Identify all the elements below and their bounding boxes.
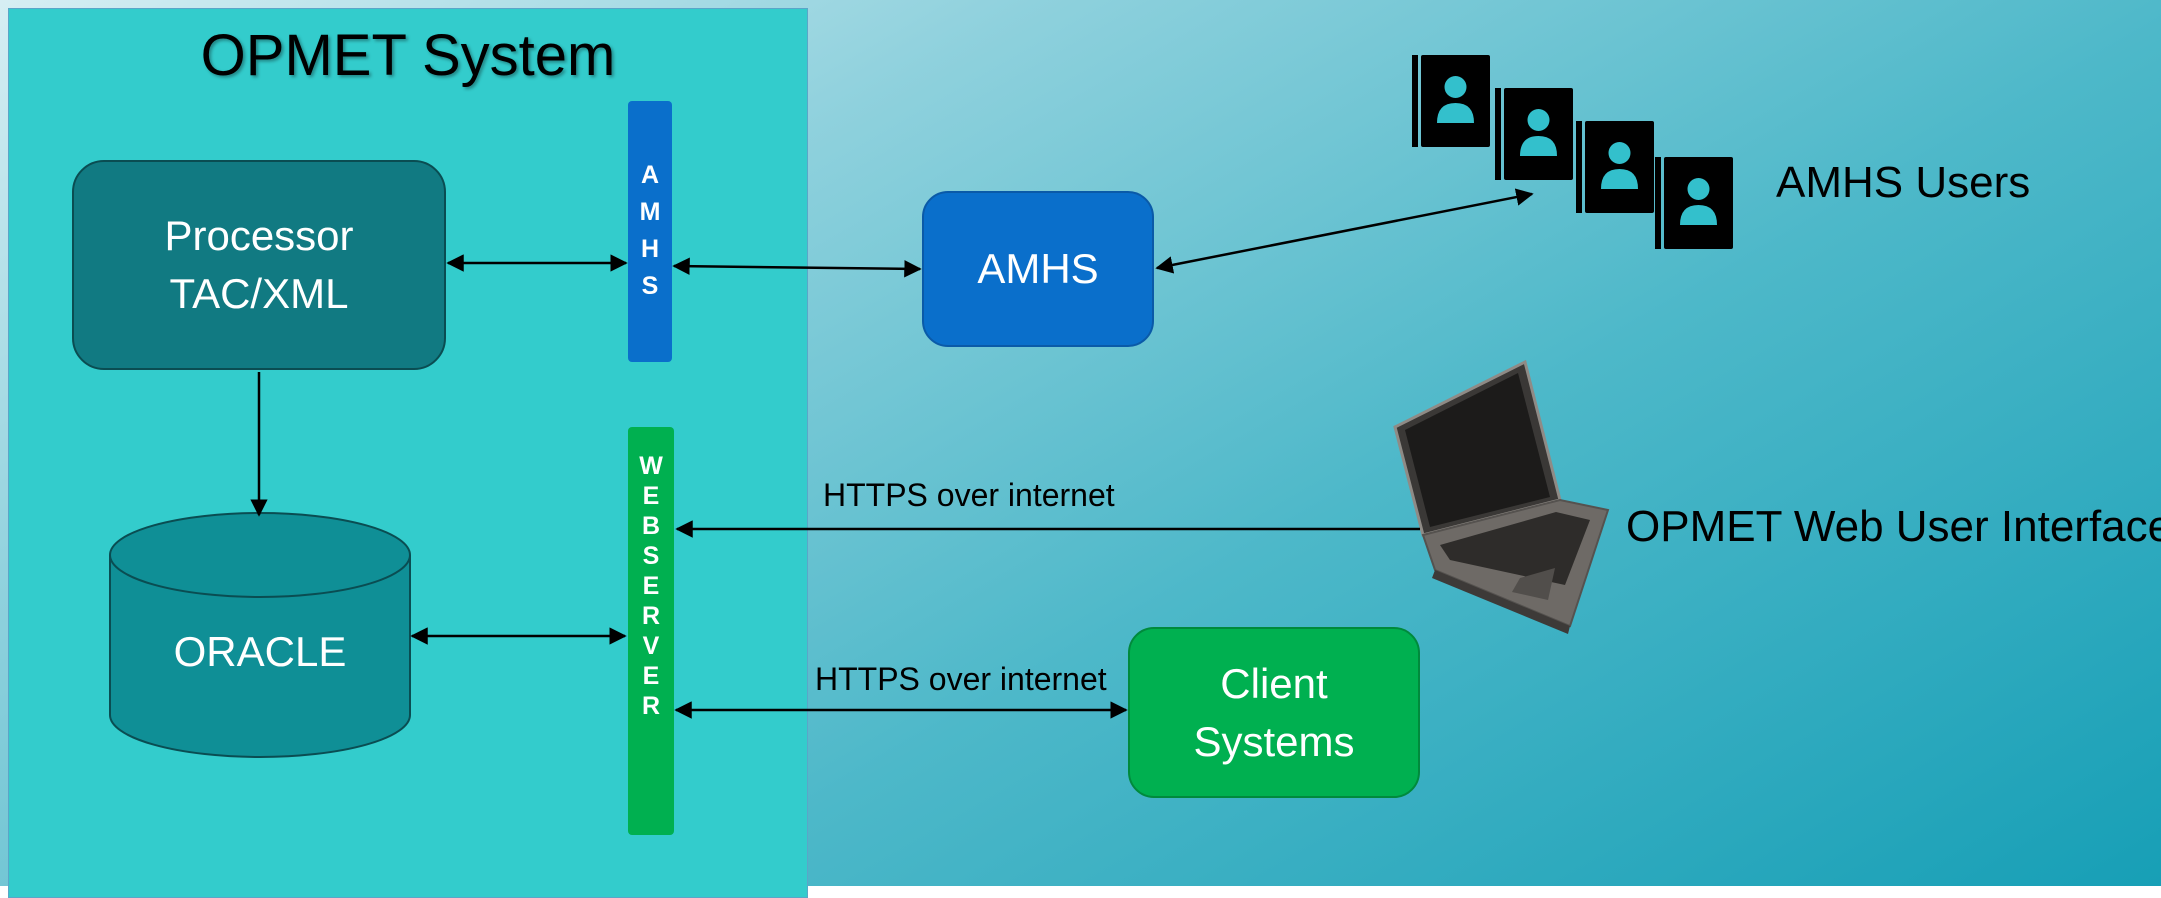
amhs-node: AMHS xyxy=(922,191,1154,347)
webserver-bar-letter: R xyxy=(641,602,661,630)
client-systems-node: Client Systems xyxy=(1128,627,1420,798)
processor-line1: Processor xyxy=(164,212,354,259)
oracle-label: ORACLE xyxy=(173,628,347,675)
webserver-bar-letter: S xyxy=(642,542,660,570)
webserver-bar-letter: R xyxy=(641,692,661,720)
amhs-bar-letter: M xyxy=(639,198,661,226)
amhs-users-edge xyxy=(1155,188,1534,274)
system-title: OPMET System xyxy=(200,23,616,88)
amhs-bar-amhs-edge xyxy=(672,257,922,278)
opmet-system-panel xyxy=(8,8,808,898)
amhs-bar: A M H S xyxy=(628,101,672,362)
processor-line2: TAC/XML xyxy=(169,270,349,317)
webserver-bar-letter: E xyxy=(642,572,660,600)
https-client-label: HTTPS over internet xyxy=(815,661,1107,697)
webserver-bar-letter: E xyxy=(642,482,660,510)
webserver-bar-letter: W xyxy=(639,452,663,480)
client-line2: Systems xyxy=(1193,717,1355,765)
web-ui-label: OPMET Web User Interface xyxy=(1626,502,2161,551)
webserver-bar-letter: V xyxy=(642,632,660,660)
amhs-bar-letter: A xyxy=(640,161,660,189)
webserver-bar: W E B S E R V E R xyxy=(628,427,674,835)
amhs-bar-letter: H xyxy=(640,235,660,263)
webserver-bar-letter: E xyxy=(642,662,660,690)
webserver-bar-letter: B xyxy=(641,512,661,540)
processor-node: Processor TAC/XML xyxy=(72,160,446,370)
client-line1: Client xyxy=(1220,659,1328,707)
https-web-label: HTTPS over internet xyxy=(823,477,1115,513)
amhs-users-label: AMHS Users xyxy=(1776,158,2031,207)
amhs-bar-letter: S xyxy=(641,272,659,300)
